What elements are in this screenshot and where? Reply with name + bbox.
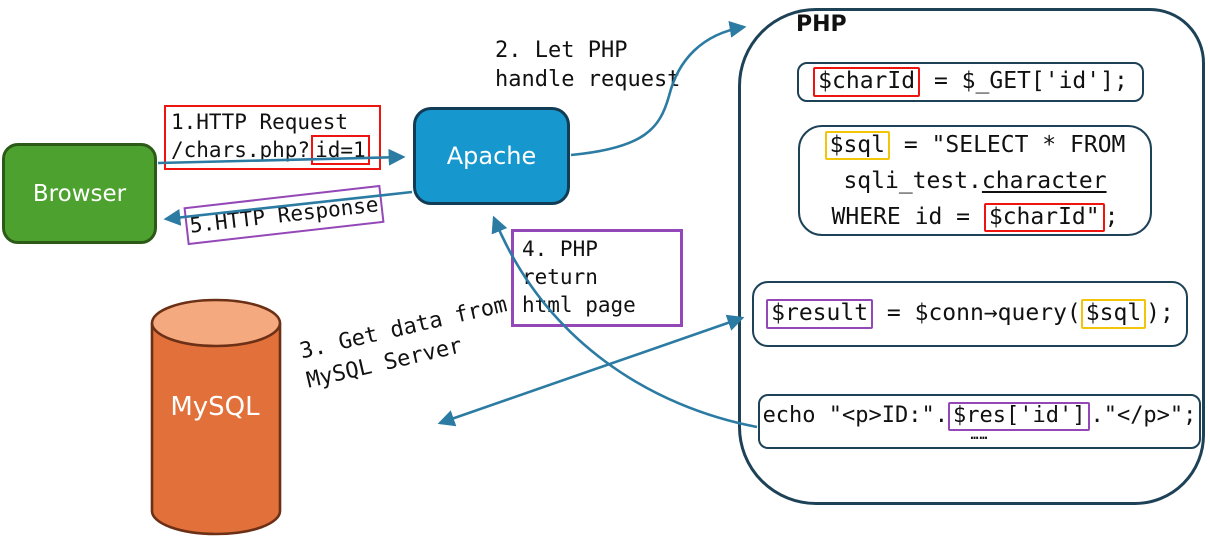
echo-code-suffix: ."</p>"; [1090,403,1197,429]
mysql-cylinder-top [150,298,282,348]
sql-variable-highlight: $sql [824,130,890,161]
apache-node-label: Apache [446,142,537,170]
browser-node-label: Browser [32,180,127,207]
sql-line3-suffix: ; [1104,203,1119,230]
result-variable-highlight: $result [766,299,874,329]
handle-request-line1: 2. Let PHP [495,38,628,63]
db-query-code-text: = $conn→query( [873,300,1081,327]
mysql-cylinder [150,298,282,536]
php-return-line2: html page [522,293,636,317]
label-http-response: 5.HTTP Response [183,184,385,246]
sql-line1-text: = "SELECT * FROM [889,131,1126,158]
php-container-title: PHP [796,12,847,37]
label-php-return: 4. PHP return html page [511,229,683,327]
id-param-highlight: id=1 [311,135,370,165]
label-handle-request: 2. Let PHP handle request [495,36,680,94]
browser-node: Browser [2,143,157,244]
db-query-suffix: ); [1146,300,1174,327]
label-http-request: 1.HTTP Request /chars.php?id=1 [164,105,381,170]
get-param-code-text: = $_GET['id']; [920,68,1128,95]
charid-in-sql-highlight: $charId" [983,202,1105,233]
code-box-sql-query: $sql = "SELECT * FROM sqli_test.characte… [798,125,1152,236]
php-return-line1: 4. PHP return [522,237,598,289]
handle-request-line2: handle request [495,67,681,92]
code-box-echo-output: echo "<p>ID:".$res['id']."</p>"; …… [758,394,1201,449]
mysql-node-label: MySQL [170,392,260,422]
apache-node: Apache [413,107,570,205]
echo-continuation-dots: …… [970,427,989,443]
http-response-text: 5.HTTP Response [188,192,380,238]
sql-line3-text: WHERE id = [831,203,984,230]
mysql-cylinder-body [150,323,282,536]
sql-line2-text: sqli_test. [843,167,982,194]
echo-code-prefix: echo "<p>ID:". [762,403,948,429]
sql-argument-highlight: $sql [1080,299,1147,329]
label-get-data: 3. Get data from MySQL Server [297,290,517,396]
charid-variable-highlight: $charId [813,67,921,97]
sql-table-name: character [981,167,1107,194]
code-box-db-query: $result = $conn→query($sql); [752,281,1188,347]
http-request-url: /chars.php? [171,138,311,162]
code-box-get-param: $charId = $_GET['id']; [797,62,1144,102]
http-request-line1: 1.HTTP Request [171,110,349,134]
res-id-highlight: $res['id'] [948,402,1091,431]
